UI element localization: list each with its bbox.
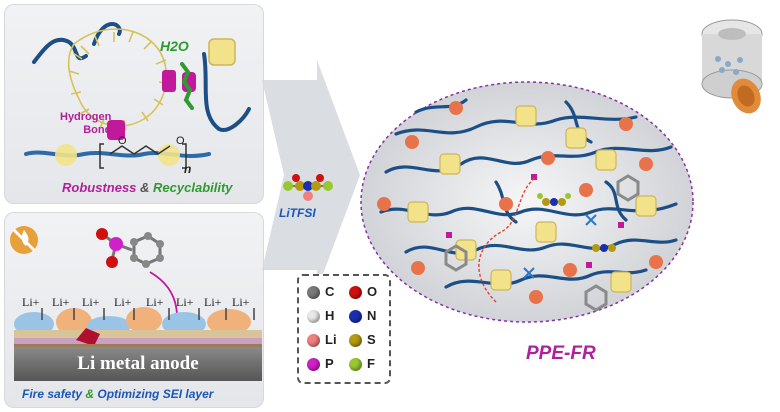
sei-hatch — [14, 344, 262, 348]
legend-swatch — [307, 358, 320, 372]
legend-swatch — [349, 286, 362, 300]
legend-swatch — [307, 334, 320, 348]
polymer-subscript: n — [184, 162, 192, 176]
big-arrow-shape — [262, 60, 360, 290]
coin-cell-icon — [701, 19, 763, 114]
fire-safety-caption: Fire safety & Optimizing SEI layer — [22, 387, 213, 401]
legend-item: C — [307, 284, 335, 300]
svg-text:O: O — [176, 135, 185, 147]
process-arrow — [262, 60, 360, 290]
legend-symbol: O — [367, 284, 378, 299]
caption-robustness: Robustness — [62, 180, 137, 195]
li-flux-arrows — [41, 308, 255, 320]
li-transport-path — [478, 176, 537, 303]
legend-swatch — [307, 286, 320, 300]
hydrogen-bond-label: Hydrogen Bond — [60, 111, 111, 137]
hbond-dots — [446, 174, 624, 268]
robustness-caption: Robustness & Recyclability — [62, 180, 233, 195]
legend-item: Li — [307, 332, 337, 348]
legend-symbol: N — [367, 308, 377, 323]
caption-ampersand: & — [140, 180, 150, 195]
svg-text:O: O — [118, 135, 127, 147]
legend-item: F — [349, 356, 375, 372]
litfsi-label: LiTFSI — [279, 206, 316, 220]
legend-swatch — [349, 358, 362, 372]
fire-safety-illustration — [10, 226, 262, 360]
robustness-illustration: O O — [24, 22, 251, 169]
sei-layer — [14, 307, 262, 346]
legend-symbol: S — [367, 332, 376, 347]
polymer-chain — [32, 37, 88, 64]
ppe-fr-network — [360, 81, 694, 323]
li-ion-label: Li+ — [204, 295, 222, 309]
li-ion-label: Li+ — [114, 295, 132, 309]
legend-item: N — [349, 308, 377, 324]
robustness-panel — [4, 4, 264, 204]
polymer-chain — [24, 150, 211, 158]
electrolyte-ellipse — [360, 81, 694, 323]
no-fire-icon — [10, 226, 38, 254]
legend-symbol: P — [325, 356, 334, 371]
fr-molecules — [444, 174, 640, 312]
hbond-block — [107, 120, 125, 140]
peo-bonds — [109, 145, 171, 155]
litfsi-molecule-icon — [283, 174, 333, 201]
flame-retardant-molecule — [96, 228, 164, 268]
legend-item: S — [349, 332, 376, 348]
legend-swatch — [349, 334, 362, 348]
crosslinker-blob — [55, 144, 77, 166]
legend-item: H — [307, 308, 335, 324]
li-ion-label: Li+ — [232, 295, 250, 309]
legend-swatch — [349, 310, 362, 324]
li-ion-label: Li+ — [22, 295, 40, 309]
polymer-chain — [92, 22, 122, 46]
water-molecule — [180, 62, 194, 110]
li-ion-label: Li+ — [146, 295, 164, 309]
li-metal-anode: Li metal anode — [14, 347, 262, 381]
blocked-markers — [523, 214, 597, 279]
legend-symbol: C — [325, 284, 335, 299]
legend-symbol: F — [367, 356, 375, 371]
legend-symbol: Li — [325, 332, 337, 347]
hydrogen-bond-line1: Hydrogen — [60, 111, 112, 123]
caption-fire-safety: Fire safety — [22, 387, 83, 401]
li-ion-label: Li+ — [176, 295, 194, 309]
h2o-label: H2O — [160, 38, 189, 54]
crosslinker-cube — [208, 38, 236, 66]
caption-sei: Optimizing SEI layer — [97, 387, 214, 401]
tfsi-fragments — [537, 193, 616, 252]
li-ions — [377, 101, 663, 304]
peo-bracket — [99, 143, 187, 169]
legend-item: O — [349, 284, 378, 300]
legend-symbol: H — [325, 308, 335, 323]
li-ion-label: Li+ — [52, 295, 70, 309]
legend-item: P — [307, 356, 334, 372]
atom-legend: C O H N Li S P F — [297, 274, 391, 384]
crosslinker-cubes — [407, 105, 657, 293]
li-ion-label: Li+ — [82, 295, 100, 309]
caption-recyclability: Recyclability — [153, 180, 233, 195]
hydrogen-bond-line2: Bond — [83, 124, 112, 136]
ppe-fr-label: PPE-FR — [526, 343, 596, 364]
caption-ampersand: & — [85, 387, 95, 401]
hbond-block — [162, 70, 176, 92]
legend-swatch — [307, 310, 320, 324]
polymer-chain — [202, 52, 251, 132]
